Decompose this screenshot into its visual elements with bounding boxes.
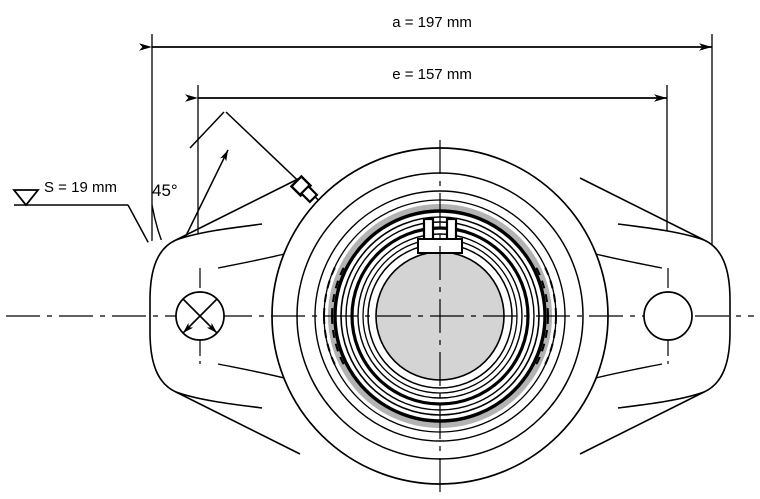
triangle-symbol-icon	[12, 189, 40, 207]
right-bolt-hole	[643, 291, 693, 341]
grease-nipple-body	[299, 184, 319, 204]
dimension-overall-width: a = 197 mm	[139, 14, 713, 300]
bolt-holes	[175, 291, 693, 341]
hidden-arc-right-inner-upper	[535, 266, 549, 317]
dimension-label-e: e = 157 mm	[392, 66, 472, 83]
flange-flank-upper-left	[175, 177, 301, 241]
angle-label-45: 45°	[152, 181, 178, 200]
hidden-arc-right-upper	[542, 262, 557, 317]
flange-flank-lower-right	[579, 391, 705, 455]
flange-flank-upper-right	[579, 177, 705, 241]
hidden-arc-right-inner-lower	[535, 315, 549, 366]
callout-label-s: S = 19 mm	[44, 179, 117, 196]
grease-nipple	[289, 174, 319, 204]
hidden-arc-right-lower	[542, 315, 557, 370]
hidden-arc-left-lower	[323, 315, 338, 370]
hole-diameter-arrow-lower	[182, 298, 218, 334]
hidden-arc-left-upper	[323, 262, 338, 317]
leader-line-45-apex	[189, 111, 225, 149]
flange-flank-lower-left	[175, 391, 301, 455]
dimension-label-a: a = 197 mm	[392, 14, 472, 31]
hidden-arc-left-inner-upper	[331, 266, 345, 317]
hidden-arc-left-inner-lower	[331, 315, 345, 366]
